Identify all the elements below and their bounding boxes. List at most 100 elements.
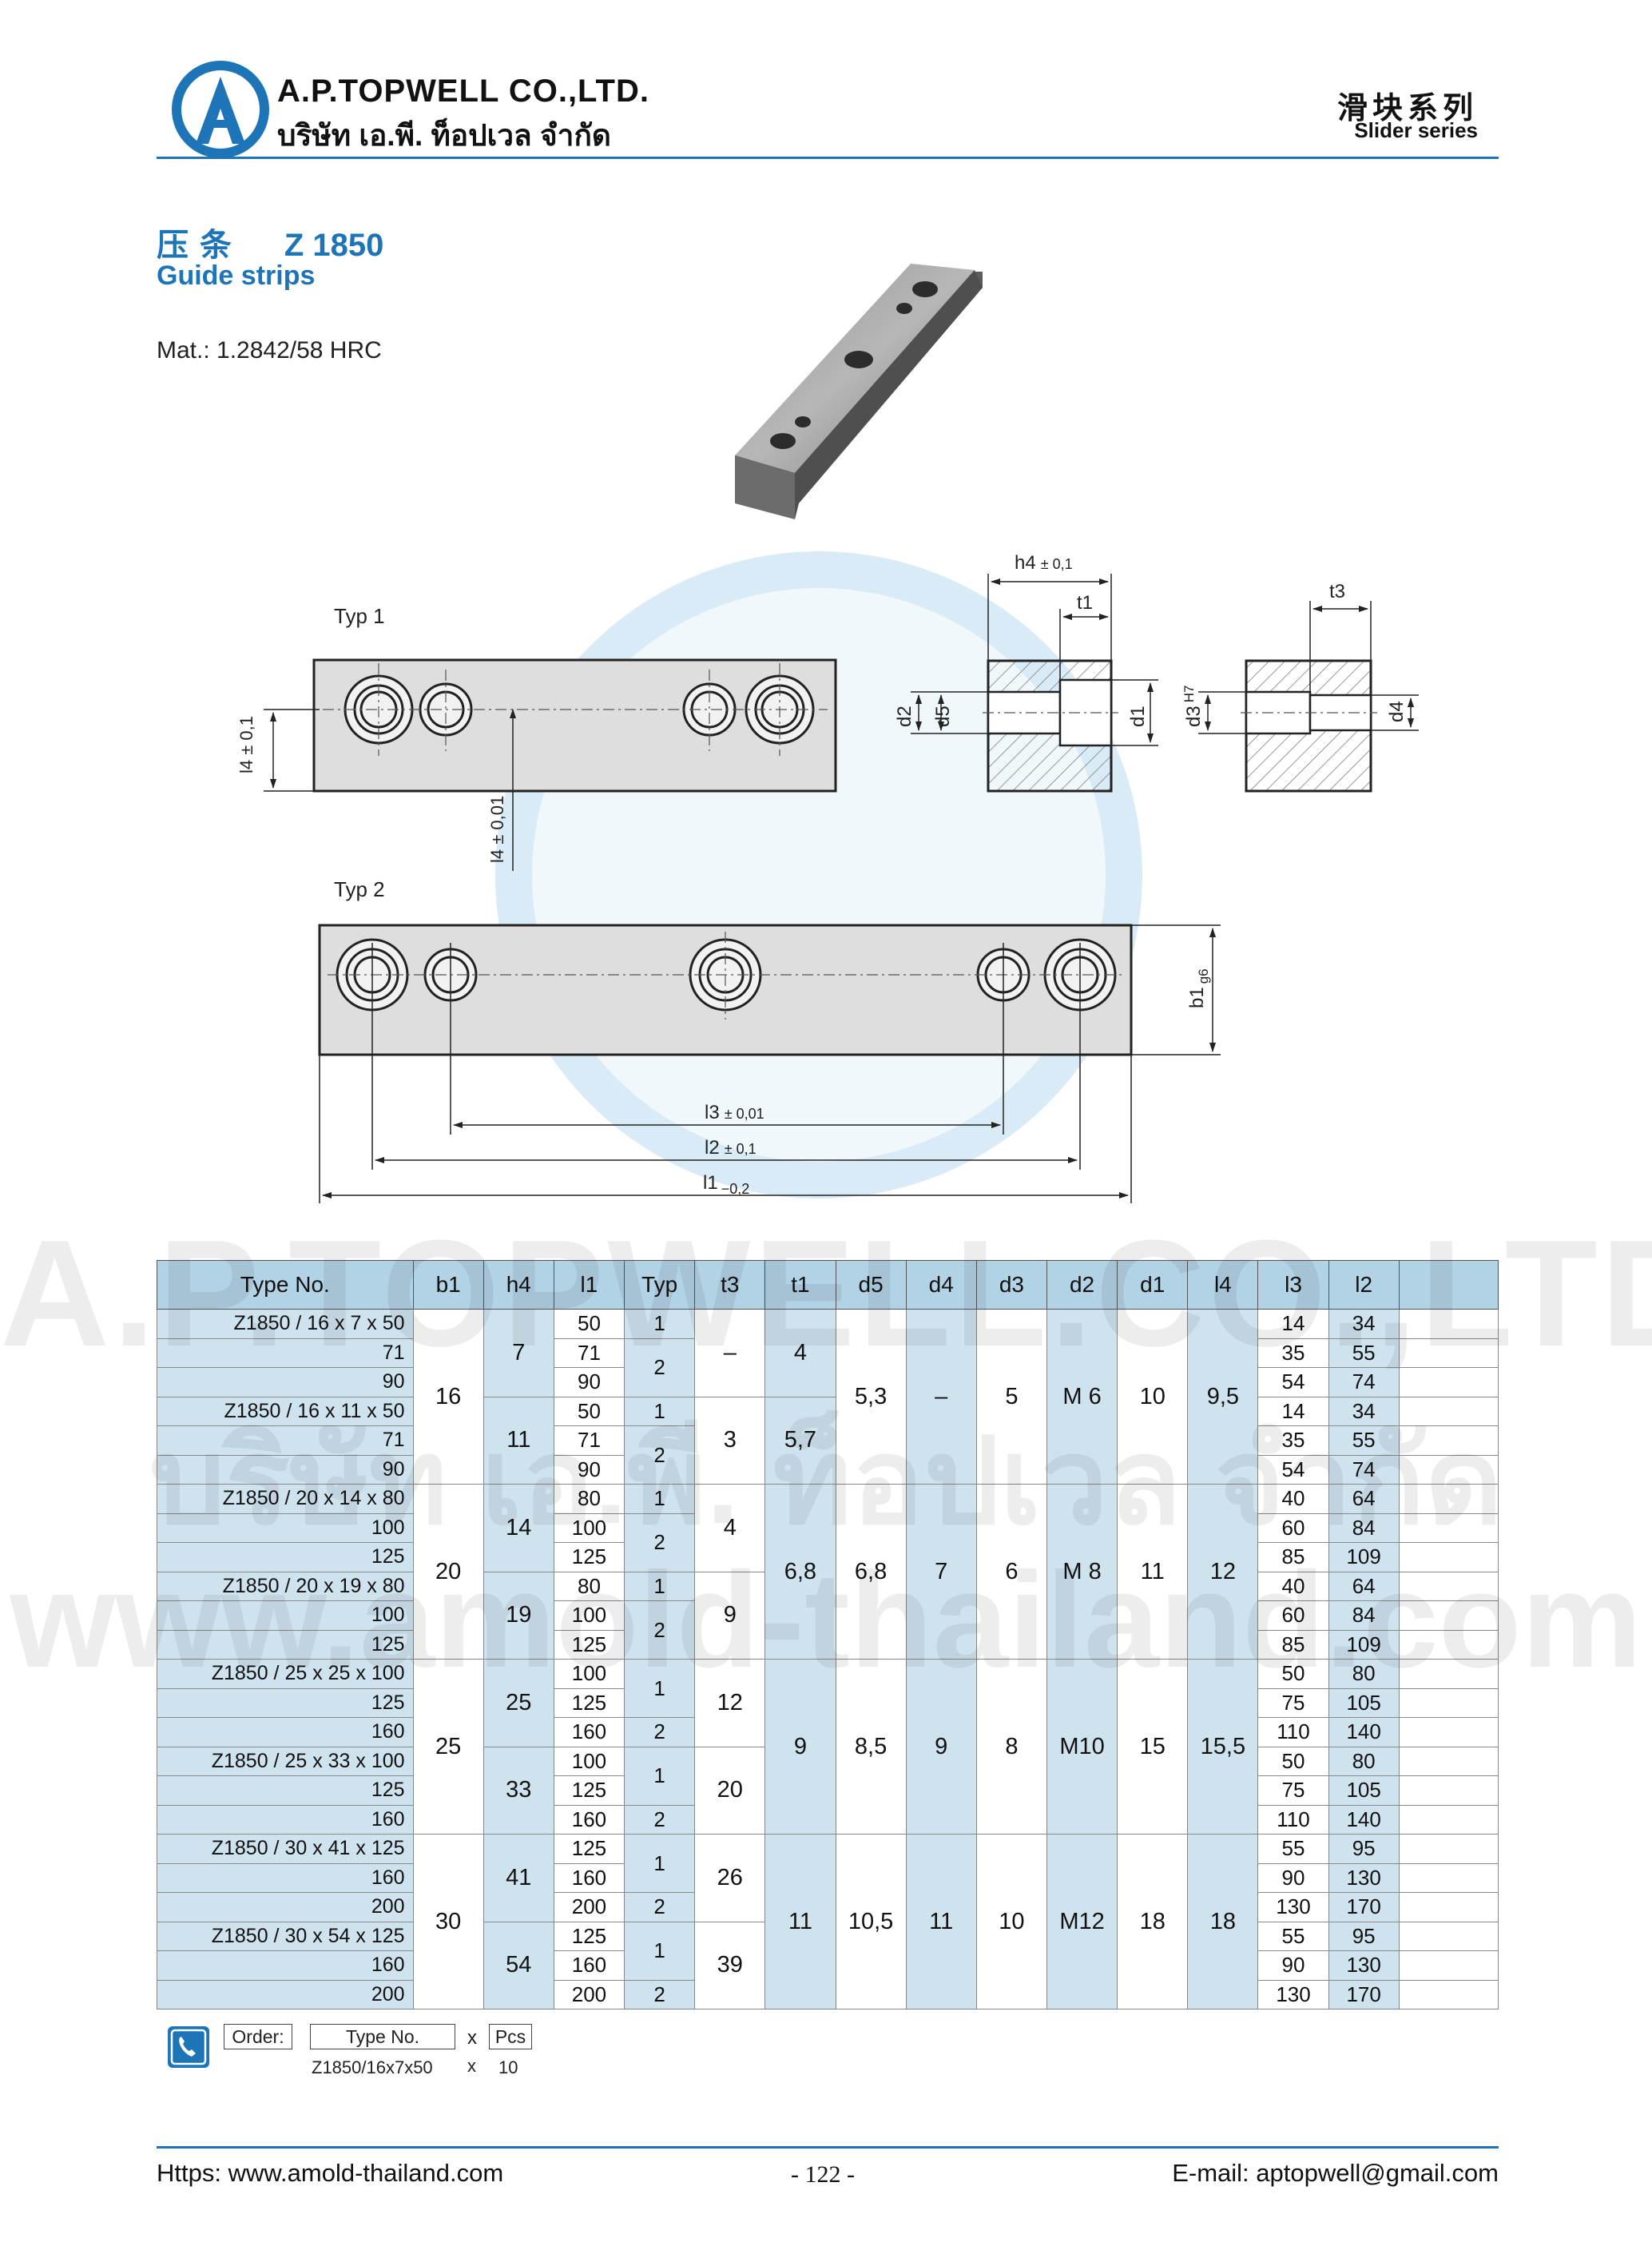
blank-cell: [1398, 1396, 1499, 1426]
l3-cell: 50: [1257, 1746, 1329, 1776]
type-no-cell: 71: [157, 1338, 414, 1368]
d3-cell: 8: [975, 1659, 1047, 1835]
series-title-cn: 滑块系列: [1336, 90, 1478, 125]
table-row: 160 160 2 110 140: [157, 1717, 1499, 1747]
l3-cell: 35: [1257, 1425, 1329, 1456]
material-spec: Mat.: 1.2842/58 HRC: [157, 337, 382, 364]
d5-cell: 6,8: [835, 1484, 907, 1660]
d5-cell: 10,5: [835, 1834, 907, 2009]
l2-cell: 95: [1328, 1834, 1400, 1864]
series-title-en: Slider series: [1354, 118, 1478, 142]
l1-cell: 160: [553, 1862, 625, 1893]
blank-cell: [1398, 1921, 1499, 1951]
typ-cell: 2: [624, 1600, 696, 1660]
table-row: 71 71 2 35 55: [157, 1338, 1499, 1397]
h4-cell: 14: [482, 1484, 554, 1572]
col-d5: d5: [835, 1260, 907, 1310]
d4-label: d4: [1386, 701, 1408, 722]
blank-cell: [1398, 1367, 1499, 1397]
h4-cell: 7: [482, 1309, 554, 1397]
table-row: Z1850 / 16 x 11 x 50 11 50 1 3 5,7 14 34: [157, 1396, 1499, 1485]
l2-cell: 170: [1328, 1892, 1400, 1922]
h4-cell: 11: [482, 1396, 554, 1485]
l2-cell: 170: [1328, 1979, 1400, 2009]
col-l4: l4: [1187, 1260, 1259, 1310]
footer-website-link[interactable]: Https: www.amold-thailand.com: [157, 2159, 504, 2187]
l3-cell: 110: [1257, 1717, 1329, 1747]
l2-cell: 109: [1328, 1629, 1400, 1660]
table-row: 90 90 54 74: [157, 1454, 1499, 1485]
l2-cell: 130: [1328, 1950, 1400, 1981]
typ1-l4-label-2: l4 ± 0,01: [487, 796, 507, 863]
d5-cell: 8,5: [835, 1659, 907, 1835]
d2-cell: M 6: [1046, 1309, 1118, 1485]
l1-cell: 160: [553, 1804, 625, 1835]
l3-cell: 85: [1257, 1542, 1329, 1572]
footer-email-link[interactable]: E-mail: aptopwell@gmail.com: [1172, 2159, 1499, 2187]
typ-cell: 1: [624, 1921, 696, 1981]
h4-label: h4± 0,1: [1015, 552, 1073, 574]
col-d1: d1: [1117, 1260, 1189, 1310]
l3-cell: 130: [1257, 1892, 1329, 1922]
table-row: Z1850 / 30 x 41 x 125 30 41 125 1 26 11 …: [157, 1834, 1499, 2009]
col-b1: b1: [412, 1260, 484, 1310]
col-d3: d3: [975, 1260, 1047, 1310]
typ-cell: 2: [624, 1979, 696, 2009]
col-d4: d4: [905, 1260, 977, 1310]
typ2-dimensions: [319, 924, 1221, 1203]
order-type-no-field[interactable]: Type No.: [310, 2024, 455, 2049]
l3-cell: 14: [1257, 1309, 1329, 1339]
l3-cell: 60: [1257, 1513, 1329, 1543]
type-no-cell: 100: [157, 1513, 414, 1543]
l2-cell: 80: [1328, 1746, 1400, 1776]
order-pcs-field[interactable]: Pcs: [489, 2024, 532, 2049]
section-b-dims: [1198, 601, 1419, 734]
l2-cell: 34: [1328, 1309, 1400, 1339]
typ2-centerlines: [328, 932, 1123, 1020]
type-no-cell: Z1850 / 30 x 41 x 125: [157, 1834, 414, 1864]
blank-cell: [1398, 1513, 1499, 1543]
col-h4: h4: [482, 1260, 554, 1310]
type-no-cell: 90: [157, 1454, 414, 1485]
l3-cell: 54: [1257, 1367, 1329, 1397]
l1-cell: 160: [553, 1717, 625, 1747]
l3-cell: 14: [1257, 1396, 1329, 1426]
col-l2: l2: [1328, 1260, 1400, 1310]
l2-cell: 55: [1328, 1425, 1400, 1456]
b1-cell: 30: [412, 1834, 484, 2009]
page-number: - 122 -: [791, 2161, 855, 2188]
blank-cell: [1398, 1600, 1499, 1631]
d3-label: d3H7: [1181, 686, 1205, 727]
d1-cell: 15: [1117, 1659, 1189, 1835]
l2-cell: 64: [1328, 1484, 1400, 1514]
type-no-cell: Z1850 / 25 x 25 x 100: [157, 1659, 414, 1689]
d4-cell: –: [905, 1309, 977, 1485]
l4-cell: 15,5: [1187, 1659, 1259, 1835]
table-row: 71 71 2 35 55: [157, 1425, 1499, 1485]
l3-cell: 60: [1257, 1600, 1329, 1631]
type-no-cell: Z1850 / 16 x 11 x 50: [157, 1396, 414, 1426]
type-no-cell: 160: [157, 1862, 414, 1893]
d1-label: d1: [1127, 706, 1149, 727]
company-name-en: A.P.TOPWELL CO.,LTD.: [277, 74, 649, 109]
l1-cell: 160: [553, 1950, 625, 1981]
table-row: 100 100 2 60 84: [157, 1600, 1499, 1660]
b1-label: b1g6: [1186, 968, 1211, 1008]
t3-cell: 9: [694, 1571, 766, 1660]
t1-cell: 5,7: [764, 1396, 836, 1485]
typ-cell: 1: [624, 1746, 696, 1806]
phone-order-icon: [168, 2026, 209, 2068]
type-no-cell: 125: [157, 1687, 414, 1718]
table-row: Z1850 / 25 x 33 x 100 33 100 1 20 50 80: [157, 1746, 1499, 1835]
l1-cell: 90: [553, 1454, 625, 1485]
type-no-cell: 71: [157, 1425, 414, 1456]
d2-label: d2: [894, 706, 915, 727]
d4-cell: 11: [905, 1834, 977, 2009]
l1-cell: 200: [553, 1892, 625, 1922]
d5-label: d5: [932, 706, 954, 727]
d1-cell: 10: [1117, 1309, 1189, 1485]
l2-cell: 105: [1328, 1687, 1400, 1718]
l2-cell: 64: [1328, 1571, 1400, 1601]
h4-cell: 54: [482, 1921, 554, 2009]
l3-cell: 35: [1257, 1338, 1329, 1368]
